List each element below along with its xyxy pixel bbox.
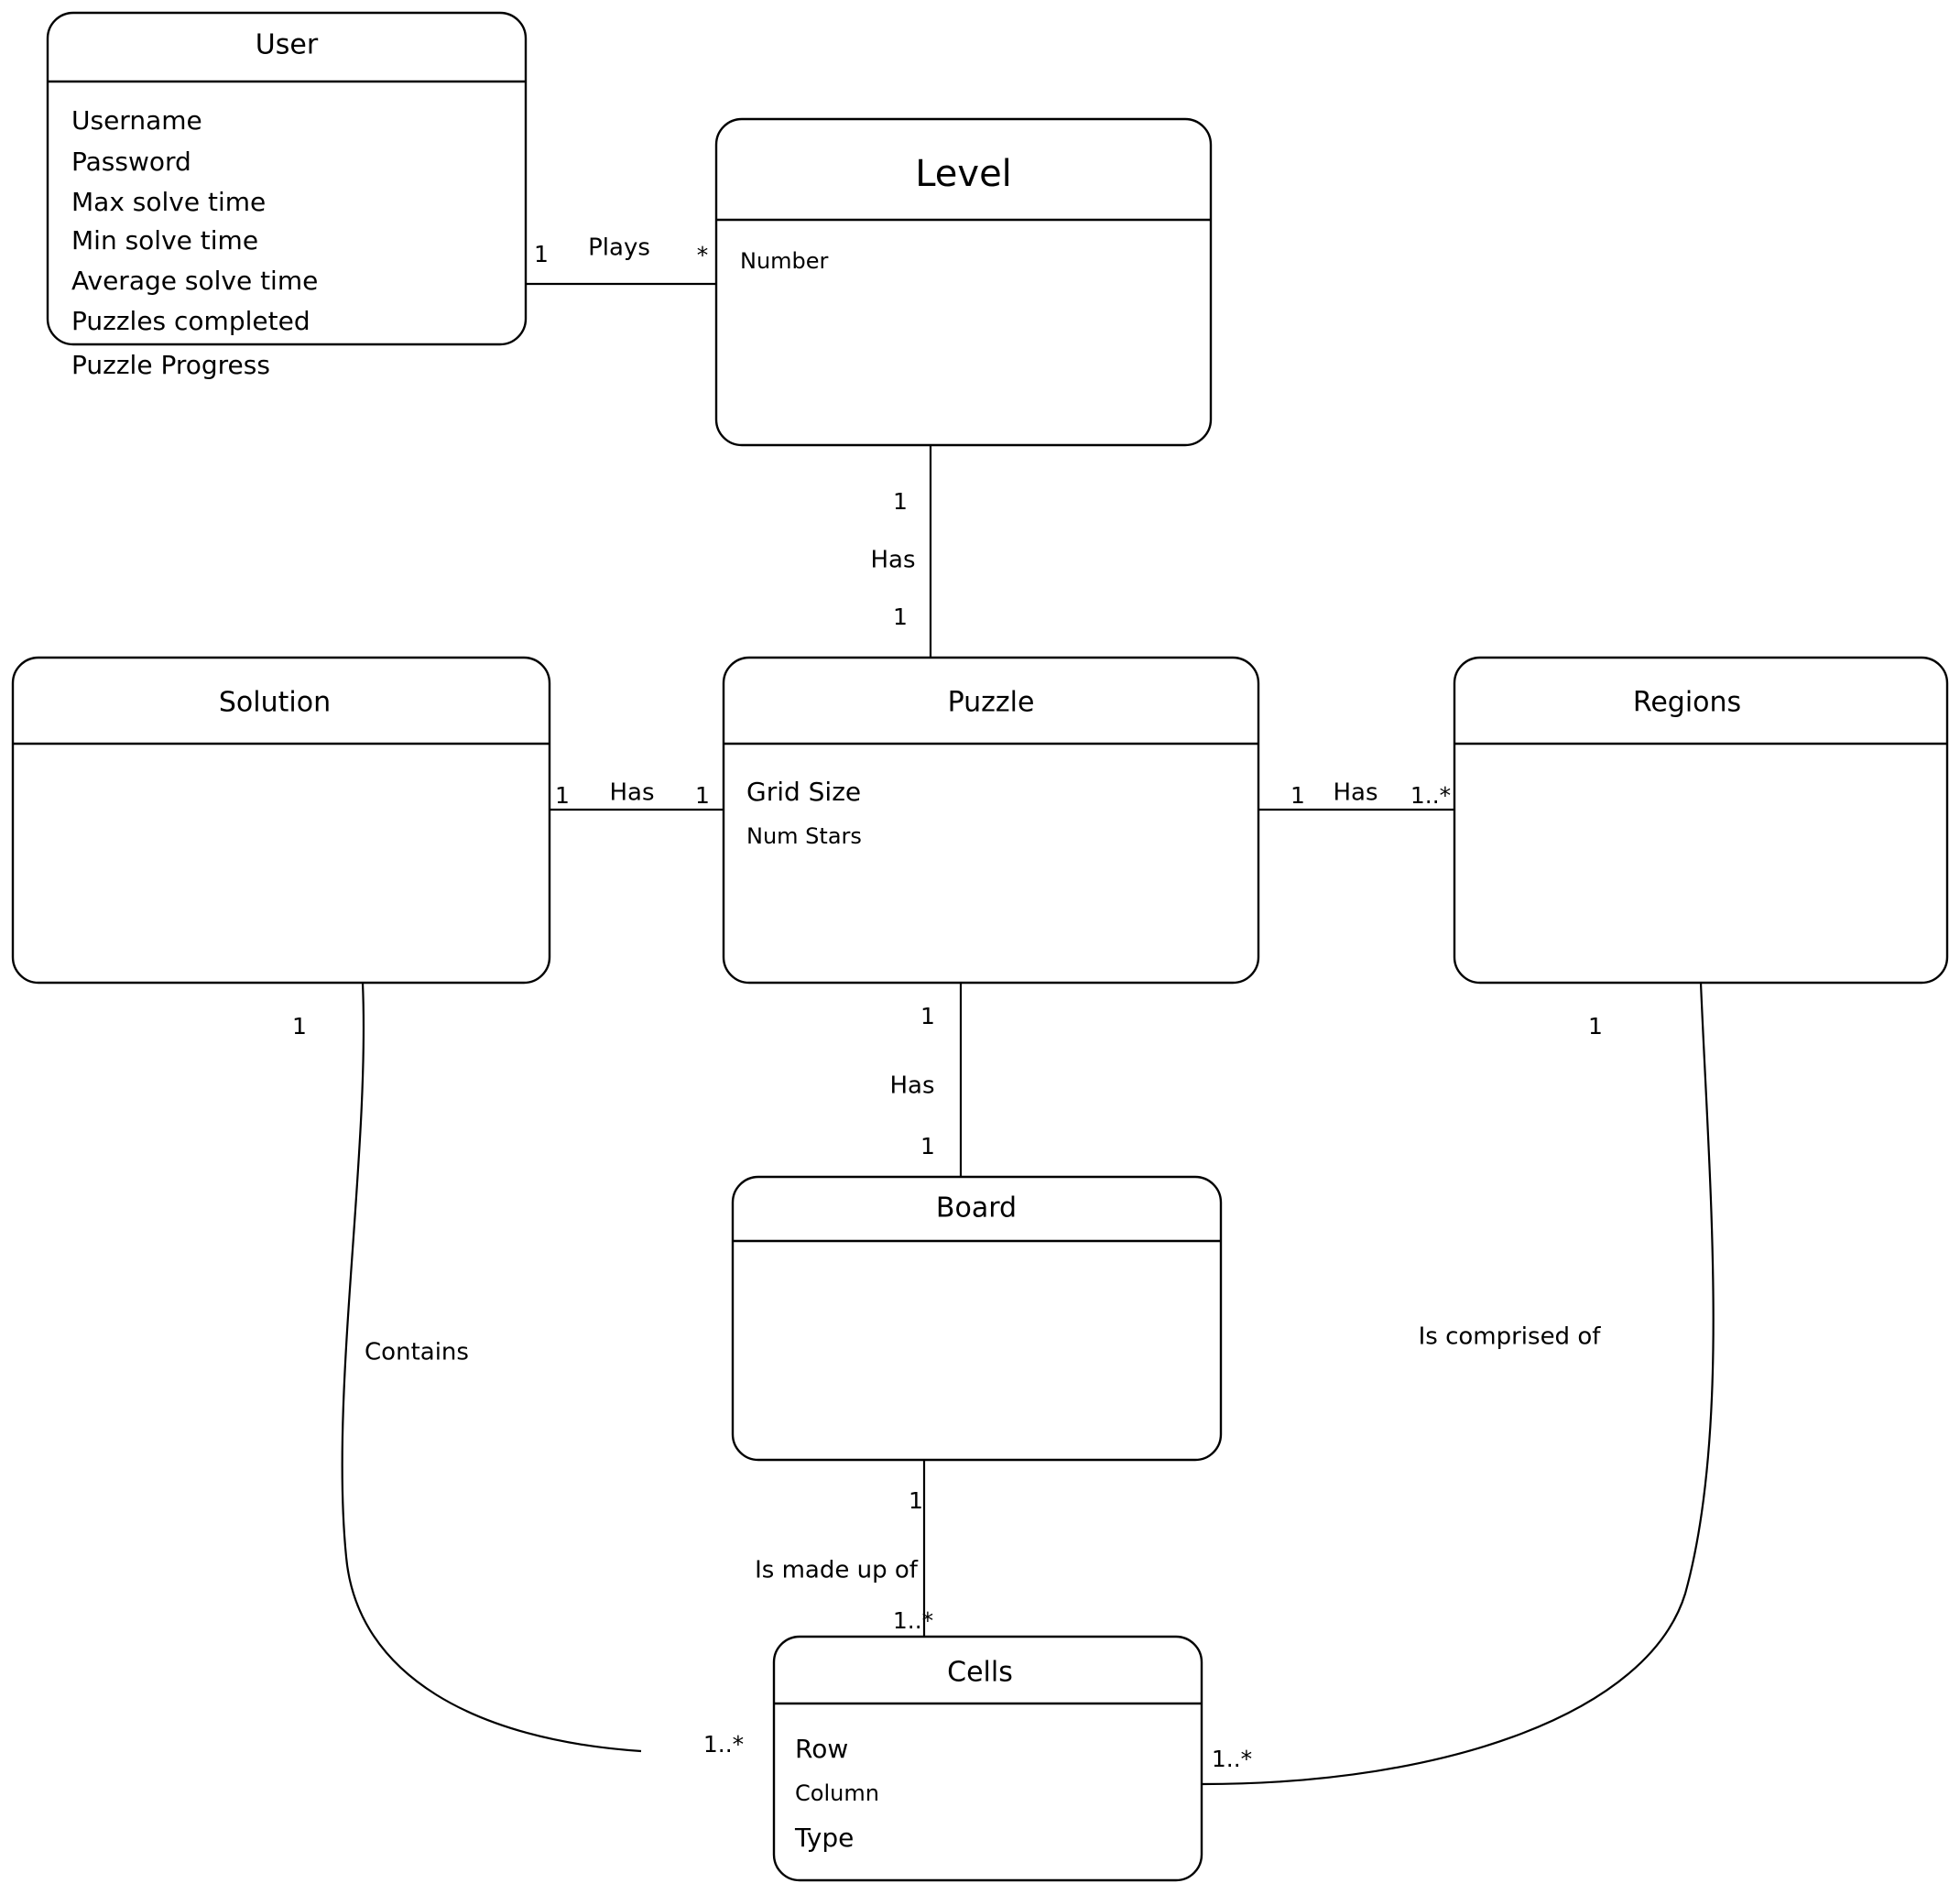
- class-attribute: Average solve time: [71, 266, 318, 296]
- multiplicity-label: 1: [555, 782, 570, 809]
- association-label-has: Has: [609, 779, 654, 807]
- multiplicity-label: 1: [893, 604, 908, 630]
- class-box-board-frame: [731, 1175, 1223, 1462]
- multiplicity-label: 1: [893, 488, 908, 515]
- class-name-level: Level: [915, 153, 1012, 195]
- class-attribute: Password: [71, 147, 191, 177]
- association-label-has: Has: [870, 547, 915, 574]
- class-box-solution[interactable]: Solution: [11, 656, 551, 985]
- multiplicity-label: 1: [909, 1487, 923, 1514]
- multiplicity-label: 1: [920, 1133, 935, 1159]
- class-attribute: Row: [795, 1734, 848, 1764]
- class-name-board: Board: [936, 1192, 1017, 1225]
- multiplicity-label: 1: [534, 241, 549, 267]
- multiplicity-label: 1: [1290, 782, 1305, 809]
- class-box-cells-frame: [772, 1635, 1203, 1882]
- class-box-cells[interactable]: Cells Row Column Type: [772, 1635, 1203, 1882]
- class-attribute: Num Stars: [746, 823, 862, 849]
- class-attribute: Type: [794, 1823, 854, 1853]
- class-name-cells: Cells: [947, 1657, 1013, 1689]
- class-box-user-frame: [46, 11, 528, 346]
- class-box-regions-frame: [1453, 656, 1949, 985]
- multiplicity-label: 1: [292, 1013, 307, 1040]
- multiplicity-label: 1: [920, 1003, 935, 1029]
- assoc-line-solution-contains-cells: [341, 982, 642, 1753]
- association-label-has: Has: [1333, 779, 1377, 807]
- class-box-user[interactable]: User Username Password Max solve time Mi…: [46, 11, 528, 380]
- multiplicity-label: 1..*: [1212, 1746, 1252, 1772]
- multiplicity-label: 1: [695, 782, 710, 809]
- class-box-solution-frame: [11, 656, 551, 985]
- class-attribute: Column: [795, 1780, 879, 1806]
- class-attribute: Puzzle Progress: [71, 350, 270, 380]
- class-attribute: Grid Size: [746, 777, 861, 807]
- association-label-is-made-up-of: Is made up of: [755, 1557, 919, 1584]
- class-name-puzzle: Puzzle: [948, 687, 1035, 719]
- class-box-puzzle[interactable]: Puzzle Grid Size Num Stars: [722, 656, 1260, 985]
- class-attribute: Min solve time: [71, 225, 258, 256]
- association-label-plays: Plays: [588, 234, 650, 262]
- multiplicity-label: 1..*: [1410, 782, 1451, 809]
- class-name-regions: Regions: [1633, 687, 1741, 719]
- class-attribute: Max solve time: [71, 187, 266, 217]
- class-box-level[interactable]: Level Number: [714, 117, 1213, 447]
- multiplicity-label: 1..*: [703, 1731, 744, 1758]
- class-box-puzzle-frame: [722, 656, 1260, 985]
- association-label-has: Has: [889, 1072, 934, 1100]
- multiplicity-label: 1: [1588, 1013, 1603, 1040]
- association-label-is-comprised-of: Is comprised of: [1419, 1323, 1602, 1351]
- class-box-level-frame: [714, 117, 1213, 447]
- class-attribute: Number: [740, 248, 829, 274]
- multiplicity-label: 1..*: [893, 1607, 933, 1634]
- multiplicity-label: *: [697, 242, 709, 268]
- class-box-board[interactable]: Board: [731, 1175, 1223, 1462]
- assoc-line-regions-comprised-of-cells: [1202, 982, 1715, 1786]
- class-name-solution: Solution: [219, 687, 331, 719]
- class-box-regions[interactable]: Regions: [1453, 656, 1949, 985]
- class-attribute: Username: [71, 105, 202, 136]
- class-name-user: User: [256, 29, 319, 61]
- class-attribute: Puzzles completed: [71, 306, 310, 336]
- association-label-contains: Contains: [365, 1339, 469, 1366]
